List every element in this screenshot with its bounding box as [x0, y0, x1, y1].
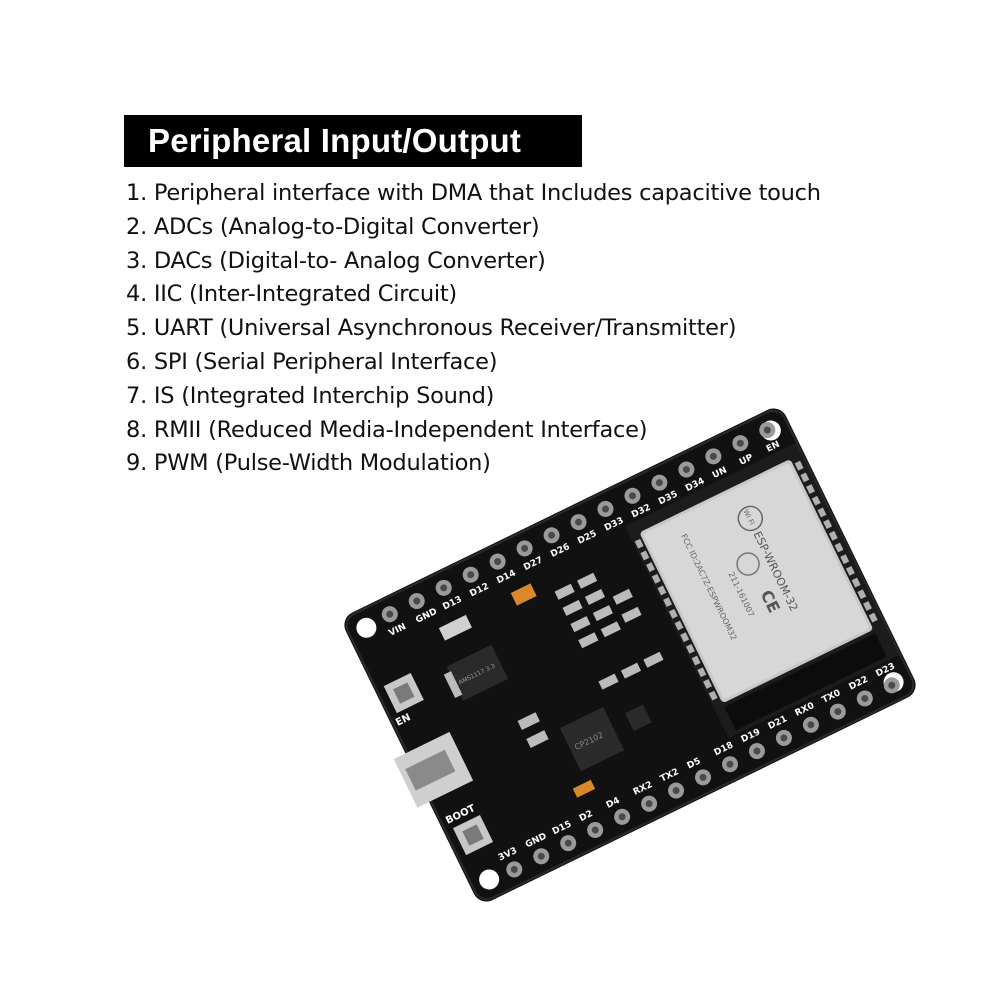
pin-hole — [548, 531, 556, 539]
fcc-logo-icon — [736, 552, 760, 576]
pin-hole — [682, 466, 690, 474]
list-item: 2. ADCs (Analog-to-Digital Converter) — [126, 213, 540, 240]
usb-uart-chip: CP2102 — [559, 707, 625, 772]
pin-hole — [467, 571, 475, 579]
module-pad — [708, 690, 718, 701]
list-item: 1. Peripheral interface with DMA that In… — [126, 180, 821, 206]
module-pad — [845, 565, 855, 576]
pin-hole — [753, 747, 761, 755]
pin-hole — [726, 760, 734, 768]
mounting-hole — [356, 617, 377, 638]
module-pad — [651, 573, 661, 584]
pin-hole — [628, 492, 636, 500]
module-pad — [863, 601, 872, 611]
pin-hole — [618, 813, 626, 821]
list-item: 6. SPI (Serial Peripheral Interface) — [126, 348, 498, 375]
mounting-hole — [479, 869, 500, 890]
module-pad — [634, 538, 644, 549]
list-item: 5. UART (Universal Asynchronous Receiver… — [126, 315, 737, 342]
pin-hole — [386, 610, 394, 618]
antenna-area — [724, 633, 887, 731]
page-title: Peripheral Input/Output — [148, 122, 522, 159]
module-pad — [817, 507, 827, 518]
module-pad — [857, 589, 867, 600]
pin-hole — [709, 452, 717, 460]
pin-hole — [672, 787, 680, 795]
pin-hole — [861, 694, 869, 702]
pin-hole — [888, 681, 896, 689]
module-pad — [697, 667, 707, 678]
pin-hole — [602, 505, 610, 513]
module-pad — [663, 597, 673, 608]
module-pad — [674, 620, 684, 631]
en-button[interactable] — [383, 672, 424, 714]
pin-hole — [834, 708, 842, 716]
module-pad — [823, 519, 833, 530]
pin-hole — [699, 773, 707, 781]
pin-hole — [655, 479, 663, 487]
pin-hole — [645, 800, 653, 808]
pin-hole — [564, 839, 572, 847]
module-pad — [806, 484, 815, 494]
module-pad — [811, 495, 821, 506]
voltage-regulator: AMS1117 3.3 — [443, 644, 509, 701]
micro-usb-port — [393, 731, 474, 808]
wifi-module: ESP-WROOM-32 FCC ID:2AC7Z-ESPWROOM32 211… — [625, 442, 900, 739]
module-pad — [640, 550, 650, 561]
list-item: 4. IIC (Inter-Integrated Circuit) — [126, 281, 457, 308]
pin-hole — [510, 865, 518, 873]
module-pad — [840, 554, 850, 565]
pin-hole — [591, 826, 599, 834]
pin-hole — [780, 734, 788, 742]
pin-hole — [494, 558, 502, 566]
module-pad — [691, 655, 701, 666]
module-pad — [868, 612, 878, 623]
module-pad — [834, 542, 844, 553]
module-pad — [703, 679, 712, 689]
list-item: 8. RMII (Reduced Media-Independent Inter… — [126, 416, 648, 443]
pin-hole — [413, 597, 421, 605]
pin-hole — [575, 518, 583, 526]
smd-components — [517, 572, 664, 798]
wifi-logo-icon — [737, 505, 764, 532]
crystal — [438, 614, 472, 641]
pin-hole — [736, 439, 744, 447]
module-pad — [800, 472, 810, 483]
boot-button[interactable] — [452, 814, 494, 856]
module-pad — [668, 608, 678, 619]
list-item: 9. PWM (Pulse-Width Modulation) — [126, 450, 491, 477]
title-banner: Peripheral Input/Output — [124, 115, 582, 167]
module-pad — [685, 643, 695, 654]
pin-hole — [521, 544, 529, 552]
module-pad — [794, 460, 804, 471]
module-pad — [851, 577, 861, 588]
list-item: 3. DACs (Digital-to- Analog Converter) — [126, 247, 546, 274]
list-item: 7. IS (Integrated Interchip Sound) — [126, 382, 495, 409]
pin-hole — [537, 852, 545, 860]
module-pad — [646, 562, 655, 573]
pin-hole — [763, 426, 771, 434]
module-pad — [657, 585, 667, 596]
capacitor — [510, 583, 537, 606]
module-pad — [680, 632, 690, 643]
module-pad — [828, 530, 838, 541]
pin-hole — [440, 584, 448, 592]
pin-hole — [807, 721, 815, 729]
feature-list: 1. Peripheral interface with DMA that In… — [126, 177, 821, 481]
